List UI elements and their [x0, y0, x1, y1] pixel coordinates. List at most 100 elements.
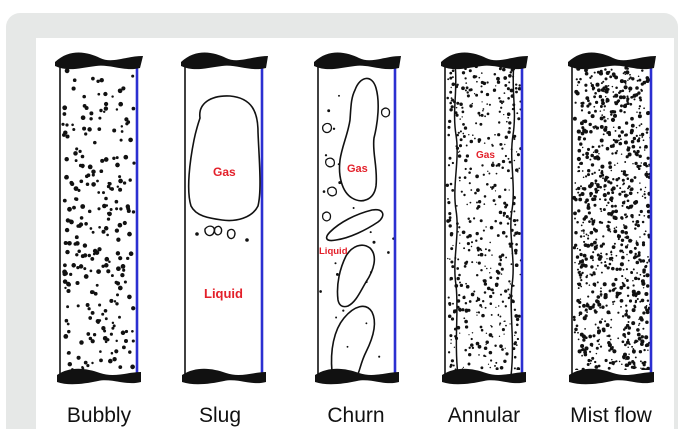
texture-dot — [581, 230, 582, 231]
texture-dot — [621, 239, 624, 242]
texture-dot — [121, 125, 123, 127]
texture-dot — [594, 125, 597, 128]
texture-dot — [584, 264, 588, 268]
texture-dot — [639, 301, 641, 303]
texture-dot — [640, 123, 642, 125]
texture-dot — [115, 163, 120, 168]
texture-dot — [591, 357, 594, 360]
texture-dot — [614, 216, 618, 220]
texture-dot — [643, 233, 645, 235]
texture-dot — [62, 133, 66, 137]
texture-dot — [63, 279, 68, 284]
texture-dot — [447, 201, 450, 204]
texture-dot — [490, 268, 491, 269]
texture-dot — [645, 187, 646, 188]
texture-dot — [67, 241, 72, 246]
texture-dot — [449, 216, 452, 219]
texture-dot — [580, 286, 582, 288]
texture-dot — [500, 294, 502, 296]
texture-dot — [468, 353, 471, 356]
texture-dot — [616, 226, 618, 228]
texture-dot — [493, 89, 496, 92]
texture-dot — [590, 343, 594, 347]
texture-dot — [594, 285, 596, 287]
texture-dot — [604, 105, 606, 107]
texture-dot — [448, 297, 450, 299]
texture-dot — [620, 130, 624, 134]
texture-dot — [112, 322, 114, 324]
texture-dot — [644, 335, 648, 339]
texture-dot — [507, 169, 510, 172]
texture-dot — [590, 154, 594, 158]
texture-dot — [593, 303, 596, 306]
texture-dot — [468, 334, 469, 335]
texture-dot — [604, 189, 606, 191]
texture-dot — [600, 210, 602, 212]
texture-dot — [466, 204, 468, 206]
texture-dot — [497, 78, 499, 80]
texture-dot — [69, 273, 72, 276]
texture-dot — [585, 89, 588, 92]
texture-dot — [588, 211, 591, 214]
texture-dot — [508, 297, 510, 299]
texture-dot — [112, 357, 116, 361]
texture-dot — [600, 252, 602, 254]
texture-dot — [108, 359, 113, 364]
texture-dot — [65, 123, 68, 126]
texture-dot — [589, 284, 591, 286]
churn-bottom-cap — [315, 369, 399, 384]
texture-dot — [449, 91, 452, 94]
texture-dot — [78, 150, 81, 153]
texture-dot — [499, 344, 503, 348]
texture-dot — [624, 71, 626, 73]
texture-dot — [595, 155, 599, 159]
texture-dot — [638, 319, 639, 320]
texture-dot — [505, 352, 508, 355]
texture-dot — [605, 176, 609, 180]
texture-dot — [613, 127, 615, 129]
texture-dot — [104, 106, 108, 110]
texture-dot — [66, 305, 69, 308]
texture-dot — [118, 179, 123, 184]
texture-dot — [588, 184, 592, 188]
texture-dot — [637, 80, 639, 82]
texture-dot — [501, 273, 502, 274]
texture-dot — [623, 224, 625, 226]
texture-dot — [612, 289, 615, 292]
texture-dot — [646, 204, 650, 208]
texture-dot — [620, 299, 624, 303]
texture-dot — [626, 279, 629, 282]
texture-dot — [623, 269, 625, 271]
texture-dot — [579, 249, 581, 251]
texture-dot — [514, 309, 516, 311]
texture-dot — [96, 180, 99, 183]
texture-dot — [616, 360, 618, 362]
texture-dot — [484, 195, 487, 198]
texture-dot — [636, 255, 638, 257]
texture-dot — [607, 212, 611, 216]
texture-dot — [507, 97, 510, 100]
texture-dot — [121, 130, 124, 133]
texture-dot — [574, 198, 577, 201]
texture-dot — [585, 175, 587, 177]
texture-dot — [640, 367, 641, 368]
texture-dot — [106, 234, 109, 237]
texture-dot — [452, 162, 454, 164]
texture-dot — [105, 340, 108, 343]
texture-dot — [601, 145, 603, 147]
texture-dot — [638, 108, 640, 110]
texture-dot — [500, 265, 501, 266]
churn-liquid-label: Liquid — [319, 246, 348, 257]
texture-dot — [595, 238, 597, 240]
texture-dot — [590, 363, 592, 365]
texture-dot — [581, 126, 584, 129]
texture-dot — [99, 109, 102, 112]
texture-dot — [489, 272, 490, 273]
texture-dot — [475, 122, 477, 124]
texture-dot — [586, 275, 588, 277]
bubbly-bottom-cap — [57, 369, 141, 384]
texture-dot — [641, 69, 643, 71]
texture-dot — [616, 255, 618, 257]
texture-dot — [637, 192, 639, 194]
